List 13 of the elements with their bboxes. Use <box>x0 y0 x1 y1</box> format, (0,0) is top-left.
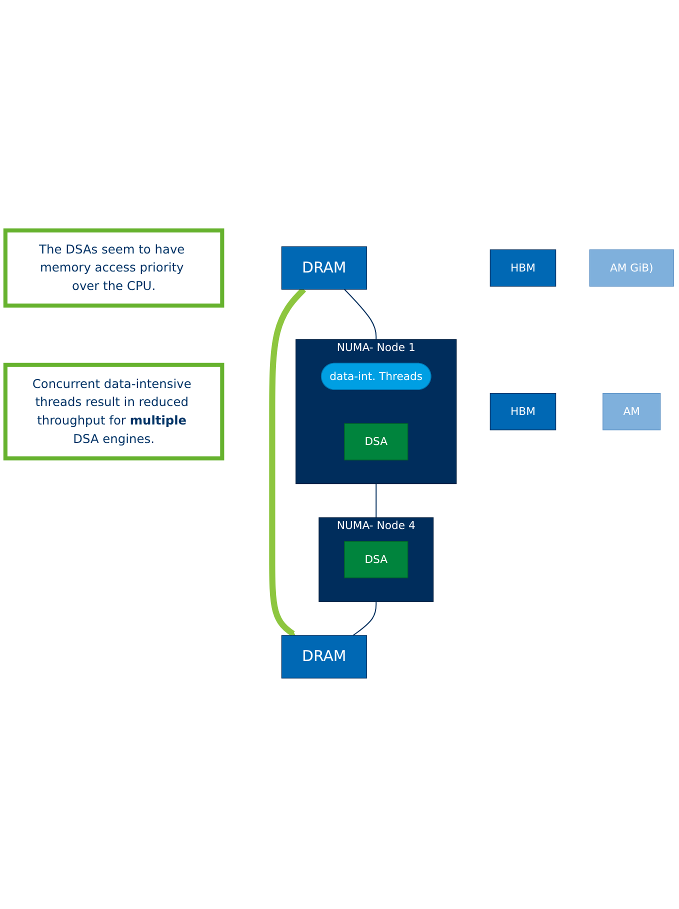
node-box: DRAM <box>281 246 367 290</box>
node-box: AM <box>602 393 661 430</box>
connector <box>352 602 377 636</box>
node-box: DRAM <box>281 635 367 679</box>
node-box: The DSAs seem to have memory access priority over the CPU. <box>3 228 224 308</box>
node-box: DSA <box>344 423 408 461</box>
node-box: AM GiB) <box>589 250 674 287</box>
node-box: DSA <box>344 541 408 578</box>
node-box: HBM <box>490 393 556 430</box>
connector <box>376 484 377 518</box>
node-box: HBM <box>490 250 556 287</box>
connector <box>344 289 377 340</box>
node-box: Concurrent data-intensive threads result in reduced throughput for multiple DSA engines. <box>3 363 224 461</box>
